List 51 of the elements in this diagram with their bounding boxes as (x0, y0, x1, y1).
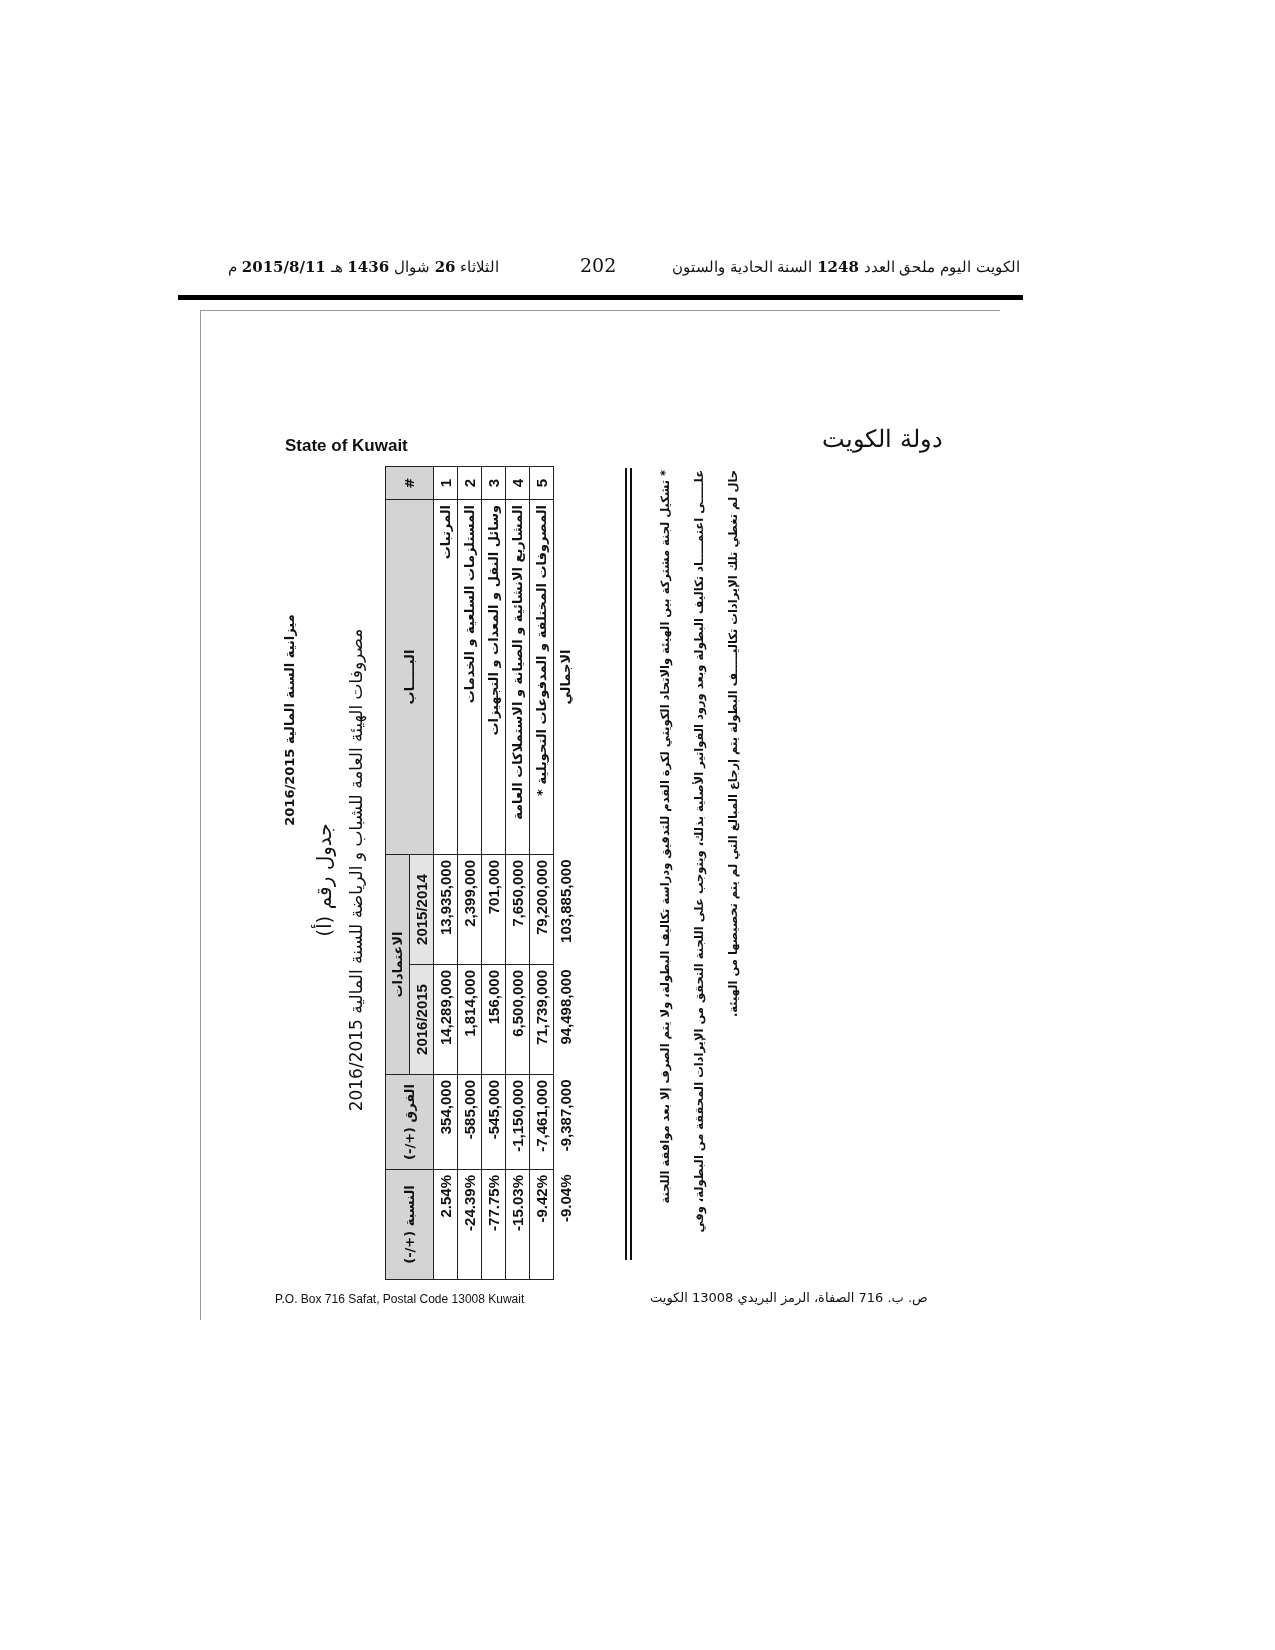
header-cell: 2015/2014 (409, 854, 434, 965)
table-cell: 701,000 (481, 854, 506, 965)
table-cell: 79,200,000 (529, 854, 554, 965)
table-title: جدول رقم (أ) (312, 822, 336, 939)
header-cell: 2016/2015 (409, 964, 434, 1075)
table-cell: 3 (481, 466, 506, 500)
footnote: * تشكيل لجنة مشتركة بين الهيئة والاتحاد الكويتي لكرة القدم للتدقيق ودراسة تكاليف البطولة، ولا يتم الصرف إلا بعد موافقة اللجنة علـــــى اعتمـــــاد تكاليف البطولة وبعد ورود الفواتير الأصلية بذلك، ويتوجب على اللجنة التحقق من الإيرادات المحققة من البطولة، وفي حال لم تغطي تلك الإيرادات تكاليـــــف البطولة يتم إرجاع المبالغ التي لم يتم تخصيصها من الهيئة. (657, 470, 742, 1235)
table-cell: -24.39% (457, 1169, 482, 1280)
table-cell: -7,461,000 (529, 1074, 554, 1170)
table-cell: وسائل النقل و المعدات و التجهيزات (481, 499, 506, 855)
table-cell: 2,399,000 (457, 854, 482, 965)
table-cell: 7,650,000 (505, 854, 530, 965)
letterhead-title: State of Kuwait (285, 436, 408, 456)
table-cell: -9.04% (553, 1169, 577, 1280)
table-cell: 14,289,000 (433, 964, 458, 1075)
table-cell: 1,814,000 (457, 964, 482, 1075)
table-cell: 103,885,000 (553, 854, 577, 965)
table-cell: 13,935,000 (433, 854, 458, 965)
table-cell: 71,739,000 (529, 964, 554, 1075)
header-cell: الفرق (+/-) (385, 1074, 434, 1170)
table-cell: -15.03% (505, 1169, 530, 1280)
header-cell: البـــــاب (385, 499, 434, 855)
header-cell: الاعتمادات (385, 854, 410, 1075)
table-cell: -77.75% (481, 1169, 506, 1280)
table-cell: الاجمالي (553, 499, 577, 855)
table-cell: 2 (457, 466, 482, 500)
table-cell: المشاريع الانشائية و الصيانة و الاستملاكات العامة (505, 499, 530, 855)
table-cell: -1,150,000 (505, 1074, 530, 1170)
header-cell: # (385, 466, 434, 500)
table-cell: 4 (505, 466, 530, 500)
header-cell: النسبة (+/-) (385, 1169, 434, 1280)
page-number: 202 (580, 254, 617, 276)
table-cell: المرتبات (433, 499, 458, 855)
table-cell: -9.42% (529, 1169, 554, 1280)
table-cell: 1 (433, 466, 458, 500)
table-cell: المستلزمات السلعية و الخدمات (457, 499, 482, 855)
table-subtitle: مصروفات الهيئة العامة للشباب و الرياضة للسنة المالية 2016/2015 (346, 627, 366, 1114)
letterhead-title: دولة الكويت (822, 425, 943, 453)
table-cell: 156,000 (481, 964, 506, 1075)
footer-address: ص. ب. 716 الصفاة، الرمز البريدي 13008 الكويت (650, 1290, 928, 1305)
table-cell: -545,000 (481, 1074, 506, 1170)
table-cell: 5 (529, 466, 554, 500)
table-cell: المصروفات المختلفة و المدفوعات التحويلية * (529, 499, 554, 855)
table-cell: -9,387,000 (553, 1074, 577, 1170)
budget-heading: ميزانية السنة المالية 2016/2015 (282, 613, 297, 828)
table-cell: 2.54% (433, 1169, 458, 1280)
table-cell: 94,498,000 (553, 964, 577, 1075)
footer-address: P.O. Box 716 Safat, Postal Code 13008 Kuwait (275, 1292, 525, 1306)
table-cell: 6,500,000 (505, 964, 530, 1075)
table-cell: 354,000 (433, 1074, 458, 1170)
table-cell: -585,000 (457, 1074, 482, 1170)
